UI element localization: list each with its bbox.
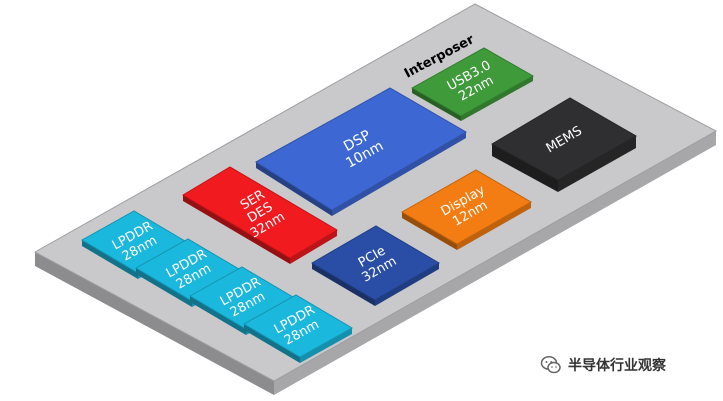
chip-lpddr4-top — [242, 294, 354, 358]
chip-serdes-top — [182, 166, 338, 259]
chip-dsp: DSP10nm — [255, 87, 467, 216]
chip-pcie-side-front — [312, 263, 375, 306]
chip-pcie-side-right — [375, 263, 439, 306]
chip-display-side-front — [402, 212, 457, 250]
chip-display: Display12nm — [400, 169, 533, 250]
chip-dsp-top — [255, 87, 467, 211]
interposer-board-side-front — [35, 252, 274, 395]
chip-usb-side-right — [461, 76, 533, 121]
chip-mems-side-right — [558, 136, 636, 192]
chip-lpddr2-side-front — [136, 268, 192, 307]
watermark: 半导体行业观察 — [540, 354, 666, 376]
chip-dsp-side-front — [256, 162, 332, 216]
chip-dsp-label: DSP10nm — [336, 124, 387, 171]
chip-lpddr4: LPDDR28nm — [242, 294, 354, 363]
chip-serdes-side-front — [183, 195, 290, 264]
chip-pcie: PCIe32nm — [311, 225, 440, 306]
chip-serdes-side-right — [290, 230, 337, 264]
watermark-text: 半导体行业观察 — [568, 358, 666, 374]
chip-lpddr4-side-front — [244, 324, 300, 363]
chip-lpddr1-side-front — [82, 240, 138, 279]
chip-lpddr4-side-right — [300, 328, 352, 363]
chip-display-top — [400, 169, 533, 245]
chip-pcie-top — [311, 225, 440, 301]
chip-display-side-right — [457, 202, 531, 250]
wechat-icon — [540, 356, 561, 374]
chip-usb-side-front — [412, 88, 461, 121]
chip-lpddr3-side-front — [190, 296, 246, 335]
chip-mems: MEMS — [490, 97, 638, 192]
chip-serdes: SERDES32nm — [182, 166, 338, 264]
chip-mems-top — [490, 97, 638, 181]
chip-dsp-side-right — [332, 132, 466, 216]
interposer-board-side-right — [274, 131, 716, 395]
chip-usb-top — [410, 47, 535, 117]
chip-mems-side-front — [492, 144, 558, 192]
